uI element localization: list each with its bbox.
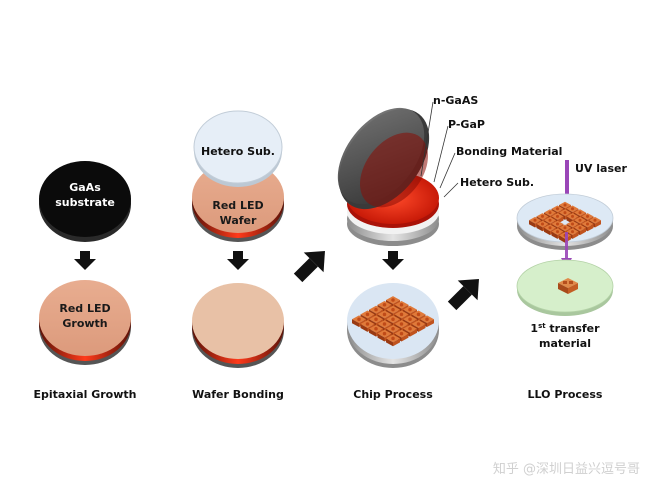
red-led-growth-wafer: Red LED Growth [39, 280, 131, 365]
step-label-chip: Chip Process [353, 388, 433, 401]
callout-bonding-material: Bonding Material [456, 145, 562, 158]
hetero-sub-label: Hetero Sub. [201, 145, 275, 158]
gaas-label-line1: GaAs [69, 181, 101, 194]
transfer-num: 1 [530, 322, 538, 335]
transfer-label-line1: 1st transfer [530, 322, 600, 335]
down-arrow-icon [382, 251, 404, 270]
n-gaas-lid [337, 107, 430, 210]
step-label-epitaxial: Epitaxial Growth [34, 388, 137, 401]
llo-column: UV laser 1st [516, 160, 627, 401]
epitaxial-column: GaAs substrate Red LED Growth Epitaxial … [34, 161, 137, 401]
transfer-material-disc [516, 259, 614, 316]
chip-wafer [347, 283, 439, 368]
gaas-label-line2: substrate [55, 196, 115, 209]
bonding-column: Red LED Wafer Hetero Sub. Wafer Bonding [192, 110, 284, 401]
transferred-chip [558, 278, 578, 294]
chip-column: n-GaAS P-GaP Bonding Material Hetero Sub… [337, 94, 562, 401]
gaas-substrate-wafer: GaAs substrate [39, 161, 131, 242]
chip-grid [352, 296, 434, 347]
watermark: 知乎 @深圳日益兴逗号哥 [493, 461, 640, 477]
red-led-wafer-line2: Wafer [220, 214, 257, 227]
chip-die [386, 334, 400, 347]
step-label-llo: LLO Process [528, 388, 603, 401]
llo-chip-array [529, 201, 601, 243]
down-arrow-icon [74, 251, 96, 270]
callout-uv-laser: UV laser [575, 162, 627, 175]
callout-p-gap: P-GaP [448, 118, 485, 131]
transfer-sup: st [538, 322, 546, 330]
bonded-wafer [192, 283, 284, 368]
llo-top-plate [516, 193, 614, 250]
hetero-sub-glass: Hetero Sub. [193, 110, 283, 187]
diagonal-arrow-icon [447, 279, 479, 311]
step-label-bonding: Wafer Bonding [192, 388, 284, 401]
transfer-label-line2: material [539, 337, 591, 350]
callout-hetero-sub: Hetero Sub. [460, 176, 534, 189]
red-led-growth-line1: Red LED [59, 302, 110, 315]
callout-lines [420, 101, 459, 198]
diagonal-arrow-icon [293, 251, 325, 283]
down-arrow-icon [227, 251, 249, 270]
red-led-wafer-line1: Red LED [212, 199, 263, 212]
red-led-growth-line2: Growth [62, 317, 107, 330]
transfer-word: transfer [546, 322, 601, 335]
callout-n-gaas: n-GaAS [433, 94, 478, 107]
